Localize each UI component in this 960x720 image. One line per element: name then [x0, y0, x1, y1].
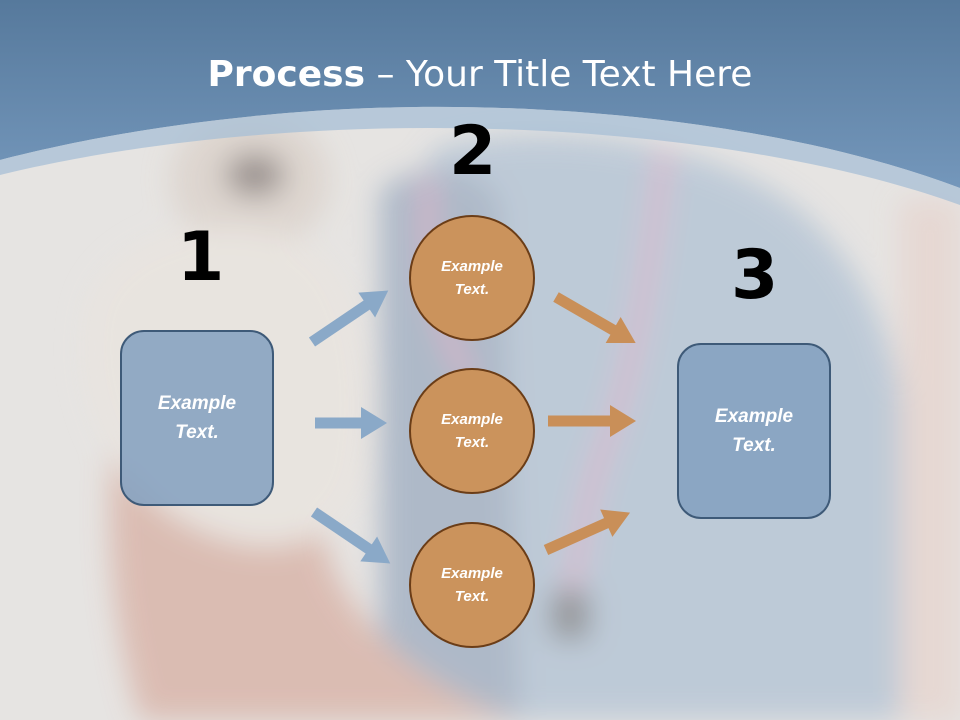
slide-title: Process – Your Title Text Here: [0, 54, 960, 95]
arrow-top-to-right: [553, 292, 636, 343]
step-number-2: 2: [449, 112, 497, 191]
process-box-right-text: Example Text.: [714, 406, 794, 456]
blue-arrows: [308, 290, 391, 564]
arrow-left-to-top: [308, 290, 389, 347]
arrow-left-to-bottom: [310, 507, 391, 564]
process-circle-middle-text: Example Text.: [441, 411, 503, 451]
arrow-middle-to-right: [548, 405, 636, 437]
process-box-left-text: Example Text.: [157, 393, 237, 443]
process-box-left: Example Text.: [120, 330, 274, 506]
step-number-3: 3: [731, 236, 779, 315]
orange-arrows: [543, 292, 636, 556]
process-circle-middle: Example Text.: [409, 368, 535, 494]
arrow-bottom-to-right: [543, 509, 631, 556]
title-bold: Process: [207, 54, 366, 95]
process-circle-bottom-text: Example Text.: [441, 565, 503, 605]
process-circle-top: Example Text.: [409, 215, 535, 341]
process-box-right: Example Text.: [677, 343, 831, 519]
title-rest: – Your Title Text Here: [365, 54, 753, 95]
arrow-left-to-middle: [315, 407, 387, 439]
process-circle-top-text: Example Text.: [441, 258, 503, 298]
process-circle-bottom: Example Text.: [409, 522, 535, 648]
step-number-1: 1: [177, 218, 225, 297]
